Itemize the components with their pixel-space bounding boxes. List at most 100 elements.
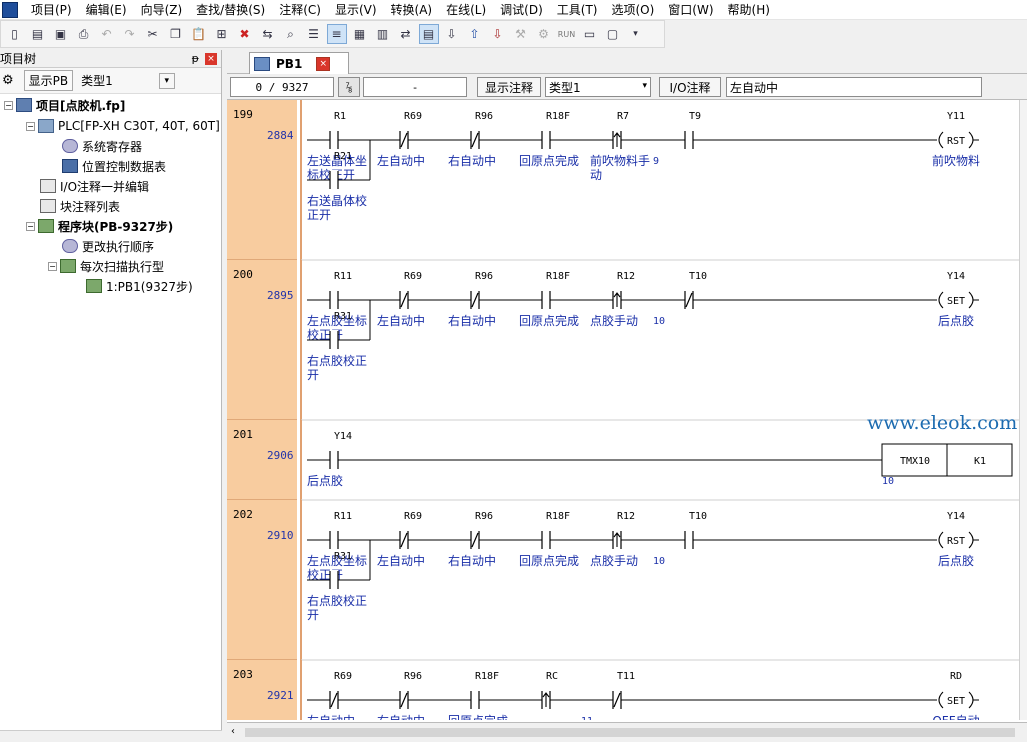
show-pb-button[interactable]: 显示PB (23, 70, 74, 91)
monitor-icon[interactable]: ▤ (418, 24, 439, 44)
contact-r69[interactable] (324, 691, 344, 709)
contact-r18f[interactable] (536, 131, 556, 149)
contact-r11[interactable] (324, 531, 344, 549)
comment-list-icon[interactable]: ☰ (308, 27, 319, 41)
save-icon[interactable]: ▣ (54, 27, 67, 41)
run-icon[interactable]: RUN (557, 29, 576, 39)
contact-r12[interactable] (607, 291, 627, 309)
tab-pb1[interactable]: PB1 × (249, 52, 349, 74)
expander-icon[interactable]: − (48, 261, 57, 271)
tree-node-5[interactable]: 块注释列表 (40, 197, 120, 215)
coil-y14[interactable] (937, 291, 974, 309)
contact-r31[interactable] (324, 571, 344, 589)
undo-icon[interactable]: ↶ (101, 27, 112, 41)
contact-r7[interactable] (607, 131, 627, 149)
contact-r11[interactable] (324, 291, 344, 309)
menu-item-2[interactable]: 向导(Z) (140, 3, 183, 17)
contact-t10[interactable] (679, 531, 699, 549)
download-icon[interactable]: ⇩ (492, 27, 503, 41)
menu-item-3[interactable]: 查找/替换(S) (196, 3, 266, 17)
tree-node-9[interactable]: 1:PB1(9327步) (86, 277, 193, 295)
contact-r96[interactable] (465, 291, 485, 309)
contact-y14[interactable] (324, 451, 344, 469)
find-icon[interactable]: ⌕ (287, 26, 294, 41)
program-icon[interactable]: ⚙ (538, 27, 549, 41)
menu-item-8[interactable]: 调试(D) (500, 3, 543, 17)
vertical-scrollbar[interactable] (1019, 100, 1027, 720)
menu-item-7[interactable]: 在线(L) (446, 3, 487, 17)
replace-icon[interactable]: ⇆ (262, 27, 273, 41)
tree-horizontal-scrollbar[interactable] (0, 730, 222, 742)
display-comment-icon[interactable]: ≡ (326, 24, 347, 44)
menu-item-1[interactable]: 编辑(E) (85, 3, 127, 17)
new-file-icon[interactable]: ▯ (11, 27, 18, 41)
ladder-view-icon[interactable]: ▦ (353, 27, 366, 41)
tree-node-6[interactable]: −程序块(PB-9327步) (26, 217, 173, 235)
contact-r21[interactable] (324, 171, 344, 189)
menu-item-4[interactable]: 注释(C) (279, 3, 321, 17)
tree-node-8[interactable]: −每次扫描执行型 (48, 257, 164, 275)
copy-icon[interactable]: ❐ (170, 27, 181, 41)
contact-r18f[interactable] (536, 531, 556, 549)
convert-icon[interactable]: ⇄ (400, 27, 411, 41)
tree-node-4[interactable]: I/O注释一并编辑 (40, 177, 149, 195)
type-select[interactable]: 类型1 ▾ (545, 77, 651, 97)
tools-icon[interactable]: ⚒ (515, 27, 526, 41)
close-icon[interactable]: × (316, 56, 331, 71)
contact-t10[interactable] (679, 291, 699, 309)
contact-rc[interactable] (536, 691, 556, 709)
tree-node-1[interactable]: −PLC[FP-XH C30T, 40T, 60T] (26, 117, 220, 135)
show-comment-button[interactable]: 显示注释 (477, 77, 541, 97)
upload-icon[interactable]: ⇧ (469, 27, 480, 41)
coil-rd[interactable] (937, 691, 974, 709)
paste-icon[interactable]: 📋 (191, 27, 206, 41)
menu-item-12[interactable]: 帮助(H) (727, 3, 770, 17)
contact-t11[interactable] (607, 691, 627, 709)
menu-item-5[interactable]: 显示(V) (334, 3, 377, 17)
menu-item-6[interactable]: 转换(A) (390, 3, 433, 17)
tree-node-0[interactable]: −项目[点胶机.fp] (4, 96, 125, 114)
insert-row-icon[interactable]: ⊞ (216, 27, 227, 41)
contact-r69[interactable] (394, 531, 414, 549)
tree-node-2[interactable]: 系统寄存器 (62, 137, 142, 155)
scrollbar-thumb[interactable] (245, 728, 1015, 737)
boolean-view-icon[interactable]: ▥ (376, 27, 389, 41)
contact-r69[interactable] (394, 291, 414, 309)
plc-transfer-icon[interactable]: ⇩ (446, 27, 457, 41)
chat-icon[interactable]: ▢ (606, 27, 619, 41)
menu-item-9[interactable]: 工具(T) (556, 3, 598, 17)
contact-r96[interactable] (465, 131, 485, 149)
menu-item-10[interactable]: 选项(O) (611, 3, 655, 17)
contact-t9[interactable] (679, 131, 699, 149)
menu-item-11[interactable]: 窗口(W) (668, 3, 714, 17)
contact-r12[interactable] (607, 531, 627, 549)
chevron-left-icon[interactable]: ‹ (231, 726, 235, 737)
tree-node-3[interactable]: 位置控制数据表 (62, 157, 166, 175)
tree-options-icon[interactable]: ⚙ (2, 73, 14, 88)
coil-y14[interactable] (937, 531, 974, 549)
contact-r96[interactable] (465, 531, 485, 549)
contact-r18f[interactable] (465, 691, 485, 709)
tree-node-7[interactable]: 更改执行顺序 (62, 237, 154, 255)
pin-icon[interactable]: ᵽ (191, 52, 199, 65)
horizontal-scrollbar[interactable]: ‹ (227, 722, 1027, 742)
timer-instruction[interactable] (881, 443, 1013, 477)
print-icon[interactable]: ⎙ (78, 26, 89, 41)
chevron-down-icon[interactable]: ▾ (158, 72, 175, 89)
ladder-diagram[interactable]: R1左送晶体坐标校正开R69左自动中R96右自动中R18F回原点完成R7前吹物料… (227, 100, 1027, 720)
contact-r69[interactable] (394, 131, 414, 149)
contact-r96[interactable] (394, 691, 414, 709)
monitor-window-icon[interactable]: ▭ (583, 27, 596, 41)
expander-icon[interactable]: − (26, 121, 35, 131)
redo-icon[interactable]: ↷ (124, 27, 135, 41)
contact-r31[interactable] (324, 331, 344, 349)
io-comment-input[interactable]: 左自动中 (726, 77, 982, 97)
expander-icon[interactable]: − (26, 221, 35, 231)
coil-y11[interactable] (937, 131, 974, 149)
delete-row-icon[interactable]: ✖ (239, 27, 250, 41)
